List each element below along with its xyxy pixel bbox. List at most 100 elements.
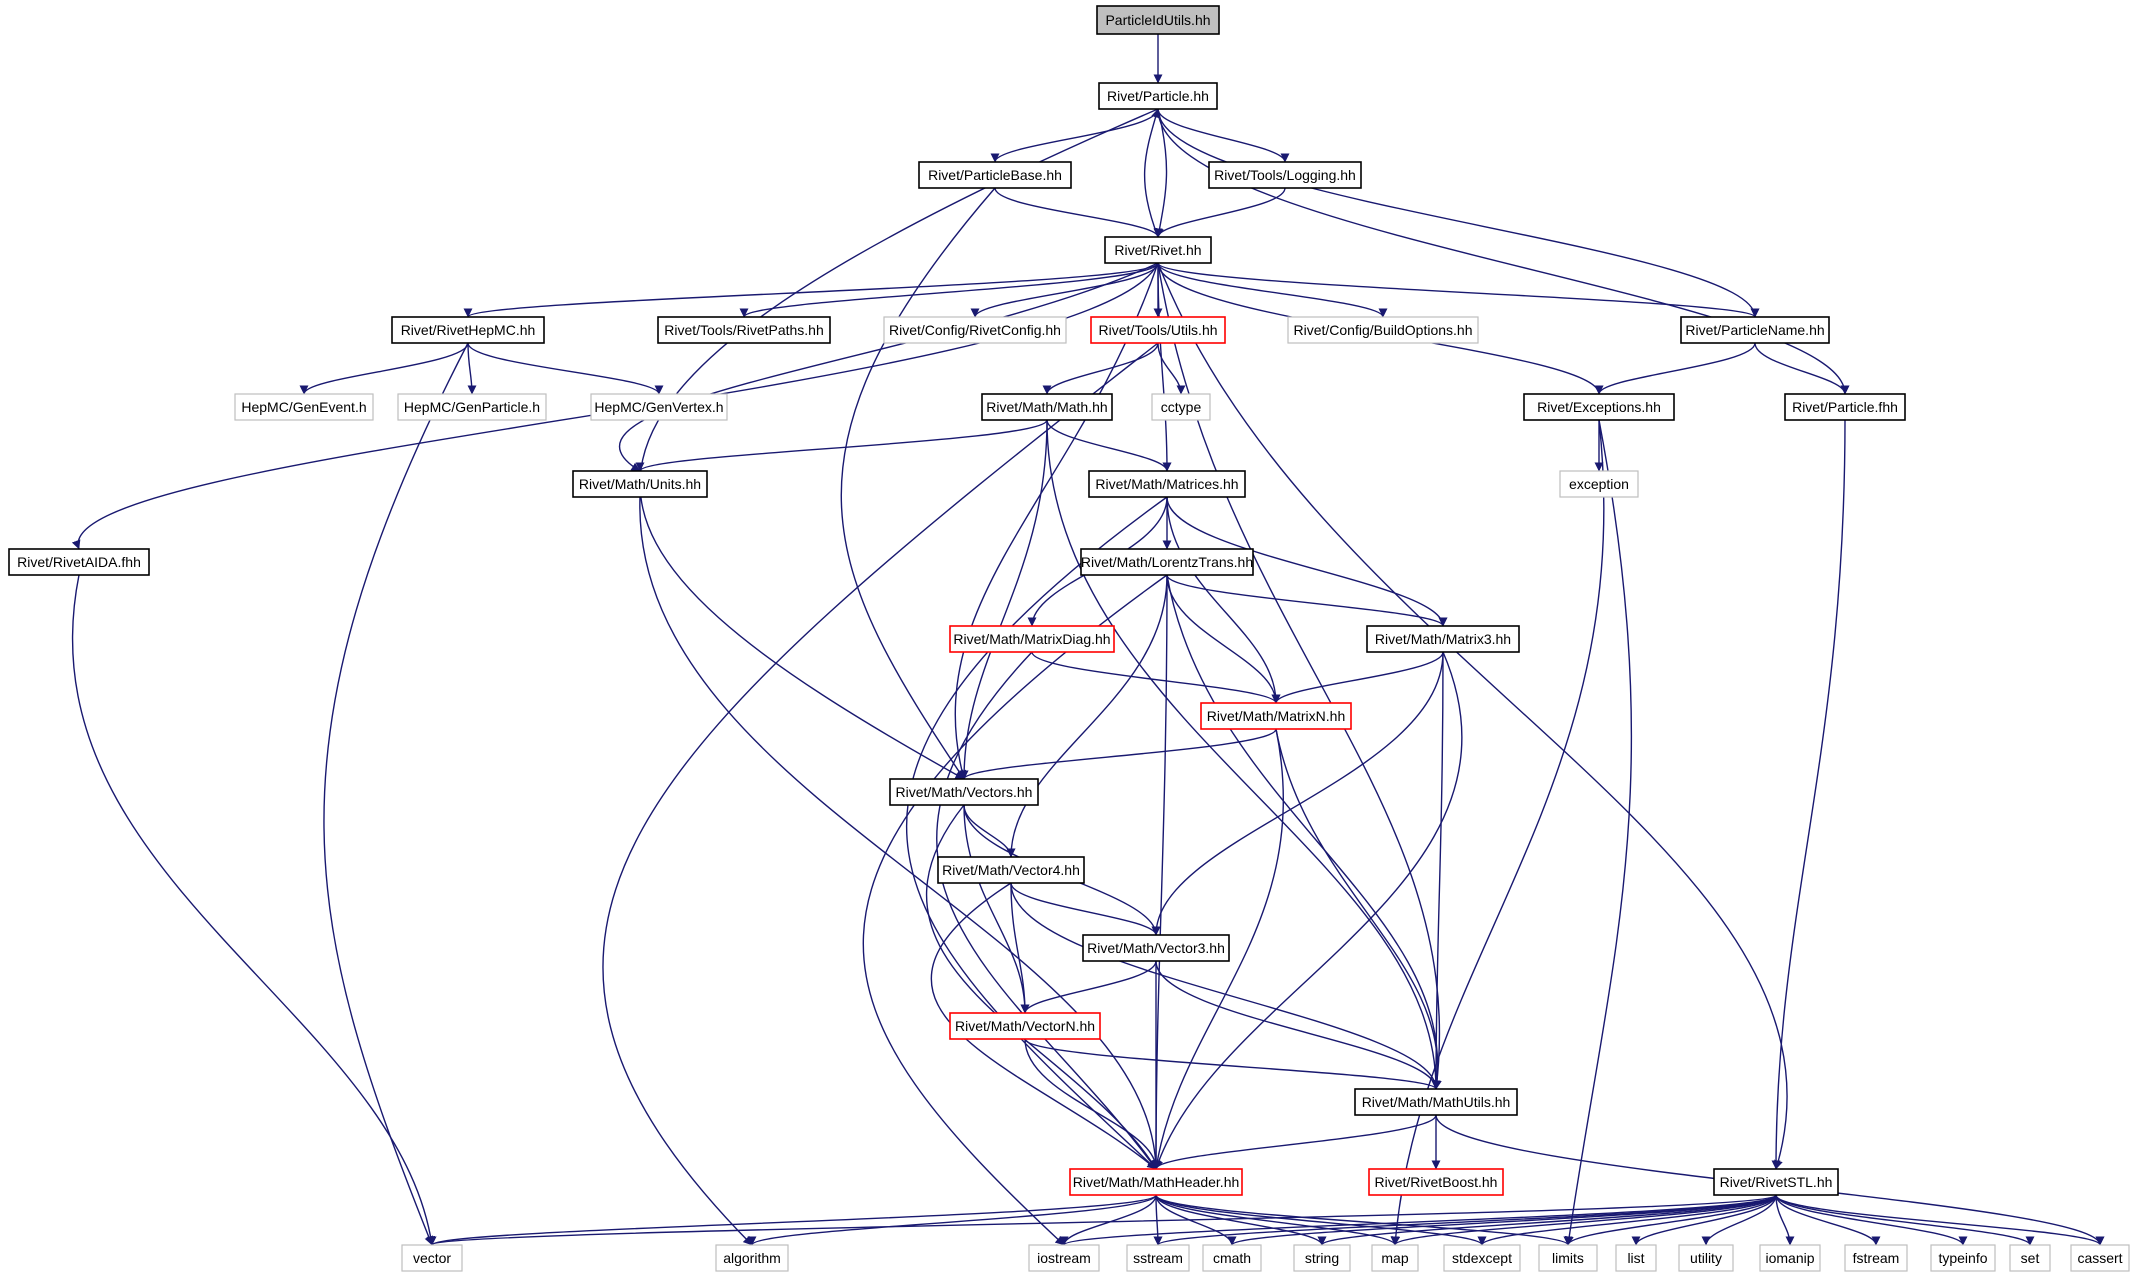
node-label: HepMC/GenEvent.h: [241, 399, 366, 415]
node-rivet-particlebase-hh[interactable]: Rivet/ParticleBase.hh: [918, 161, 1072, 189]
node-box: [1366, 625, 1520, 653]
edge-stl-to-cassert: [1775, 1194, 2105, 1246]
node-label: Rivet/Exceptions.hh: [1537, 399, 1661, 415]
edge-rivet-to-paths: [739, 262, 1159, 318]
node-box: [1559, 470, 1639, 498]
edge-matrices-to-mathheader: [905, 496, 1168, 1170]
node-rivet-math-vector3-hh[interactable]: Rivet/Math/Vector3.hh: [1082, 934, 1230, 962]
node-rivet-rivetstl-hh[interactable]: Rivet/RivetSTL.hh: [1713, 1168, 1839, 1196]
node-box: [1202, 1244, 1262, 1272]
edge-matrices-to-matrixn: [1166, 496, 1281, 704]
edge-hepmc-to-genevent: [299, 342, 469, 395]
node-box: [1151, 393, 1211, 421]
node-rivet-rivetboost-hh[interactable]: Rivet/RivetBoost.hh: [1368, 1168, 1504, 1196]
node-rivet-math-lorentztrans-hh[interactable]: Rivet/Math/LorentzTrans.hh: [1080, 548, 1254, 576]
edge-math-to-units: [635, 419, 1048, 472]
node-utility[interactable]: utility: [1678, 1244, 1734, 1272]
node-box: [715, 1244, 789, 1272]
edges-layer: [71, 34, 2105, 1246]
node-rivet-math-vector4-hh[interactable]: Rivet/Math/Vector4.hh: [937, 856, 1085, 884]
node-typeinfo[interactable]: typeinfo: [1930, 1244, 1996, 1272]
node-rivet-rivet-hh[interactable]: Rivet/Rivet.hh: [1104, 236, 1212, 264]
node-stdexcept[interactable]: stdexcept: [1443, 1244, 1521, 1272]
node-hepmc-genparticle-h[interactable]: HepMC/GenParticle.h: [397, 393, 547, 421]
node-rivet-math-vectors-hh[interactable]: Rivet/Math/Vectors.hh: [889, 778, 1039, 806]
node-rivet-tools-logging-hh[interactable]: Rivet/Tools/Logging.hh: [1208, 161, 1362, 189]
node-label: Rivet/Tools/RivetPaths.hh: [664, 322, 824, 338]
edge-stl-to-iomanip: [1775, 1194, 1795, 1246]
node-iostream[interactable]: iostream: [1028, 1244, 1100, 1272]
node-box: [1287, 316, 1479, 344]
node-box: [1080, 548, 1254, 576]
edge-stl-to-string: [1317, 1194, 1777, 1246]
edge-exceptions-to-limits: [1564, 419, 1633, 1246]
edge-mathutils-to-mathheader: [1151, 1114, 1437, 1170]
edge-rivet-to-buildopt: [1157, 262, 1388, 318]
node-vector[interactable]: vector: [401, 1244, 463, 1272]
node-rivet-math-matrixn-hh[interactable]: Rivet/Math/MatrixN.hh: [1200, 702, 1352, 730]
node-rivet-math-matrices-hh[interactable]: Rivet/Math/Matrices.hh: [1088, 470, 1246, 498]
node-rivet-math-mathheader-hh[interactable]: Rivet/Math/MathHeader.hh: [1069, 1168, 1243, 1196]
node-label: exception: [1569, 476, 1629, 492]
node-label: Rivet/Particle.fhh: [1792, 399, 1898, 415]
node-box: [889, 778, 1039, 806]
edge-vectors-to-vectorn: [963, 804, 1030, 1014]
node-rivet-rivethepmc-hh[interactable]: Rivet/RivetHepMC.hh: [391, 316, 545, 344]
edge-stl-to-fstream: [1775, 1194, 1881, 1246]
node-box: [1088, 470, 1246, 498]
node-rivet-math-vectorn-hh[interactable]: Rivet/Math/VectorN.hh: [949, 1012, 1101, 1040]
node-hepmc-genvertex-h[interactable]: HepMC/GenVertex.h: [590, 393, 728, 421]
node-string[interactable]: string: [1293, 1244, 1351, 1272]
edge-particle-to-vectors: [639, 108, 1159, 780]
node-rivet-math-matrixdiag-hh[interactable]: Rivet/Math/MatrixDiag.hh: [949, 625, 1115, 653]
node-cassert[interactable]: cassert: [2070, 1244, 2130, 1272]
node-rivet-math-mathutils-hh[interactable]: Rivet/Math/MathUtils.hh: [1354, 1088, 1518, 1116]
node-box: [1126, 1244, 1190, 1272]
node-box: [1930, 1244, 1996, 1272]
node-particleidutils-hh[interactable]: ParticleIdUtils.hh: [1096, 5, 1220, 35]
node-box: [1200, 702, 1352, 730]
node-label: Rivet/Config/BuildOptions.hh: [1294, 322, 1473, 338]
node-rivet-particle-hh[interactable]: Rivet/Particle.hh: [1098, 82, 1218, 110]
node-box: [1368, 1168, 1504, 1196]
edge-rivet-to-hepmc: [463, 262, 1159, 318]
edge-utils-to-math: [1042, 342, 1159, 395]
node-box: [1844, 1244, 1908, 1272]
node-map[interactable]: map: [1371, 1244, 1419, 1272]
node-rivet-tools-rivetpaths-hh[interactable]: Rivet/Tools/RivetPaths.hh: [657, 316, 831, 344]
edge-mathheader-to-map: [1155, 1194, 1400, 1246]
node-sstream[interactable]: sstream: [1126, 1244, 1190, 1272]
node-cmath[interactable]: cmath: [1202, 1244, 1262, 1272]
edge-matrix3-to-vector3: [1151, 651, 1444, 936]
node-fstream[interactable]: fstream: [1844, 1244, 1908, 1272]
edge-vector3-to-mathutils: [1155, 960, 1441, 1090]
node-rivet-tools-utils-hh[interactable]: Rivet/Tools/Utils.hh: [1090, 316, 1226, 344]
node-label: string: [1305, 1250, 1339, 1266]
node-limits[interactable]: limits: [1538, 1244, 1598, 1272]
node-hepmc-genevent-h[interactable]: HepMC/GenEvent.h: [234, 393, 374, 421]
node-set[interactable]: set: [2009, 1244, 2051, 1272]
node-rivet-math-matrix3-hh[interactable]: Rivet/Math/Matrix3.hh: [1366, 625, 1520, 653]
node-list[interactable]: list: [1615, 1244, 1657, 1272]
node-box: [234, 393, 374, 421]
node-rivet-rivetaida-fhh[interactable]: Rivet/RivetAIDA.fhh: [8, 548, 150, 576]
node-algorithm[interactable]: algorithm: [715, 1244, 789, 1272]
edge-logging-to-rivet: [1153, 187, 1286, 238]
edge-rivet-to-config: [970, 262, 1159, 318]
edge-rivet-to-units: [619, 262, 1159, 472]
node-iomanip[interactable]: iomanip: [1759, 1244, 1821, 1272]
node-exception[interactable]: exception: [1559, 470, 1639, 498]
node-rivet-particle-fhh[interactable]: Rivet/Particle.fhh: [1784, 393, 1906, 421]
node-rivet-math-units-hh[interactable]: Rivet/Math/Units.hh: [572, 470, 708, 498]
node-box: [1759, 1244, 1821, 1272]
node-rivet-exceptions-hh[interactable]: Rivet/Exceptions.hh: [1523, 393, 1675, 421]
node-rivet-math-math-hh[interactable]: Rivet/Math/Math.hh: [981, 393, 1113, 421]
node-rivet-config-rivetconfig-hh[interactable]: Rivet/Config/RivetConfig.hh: [883, 316, 1067, 344]
node-box: [1090, 316, 1226, 344]
node-box: [1678, 1244, 1734, 1272]
node-rivet-particlename-hh[interactable]: Rivet/ParticleName.hh: [1680, 316, 1830, 344]
node-cctype[interactable]: cctype: [1151, 393, 1211, 421]
edge-units-to-mathheader: [639, 496, 1161, 1170]
node-box: [590, 393, 728, 421]
node-rivet-config-buildoptions-hh[interactable]: Rivet/Config/BuildOptions.hh: [1287, 316, 1479, 344]
